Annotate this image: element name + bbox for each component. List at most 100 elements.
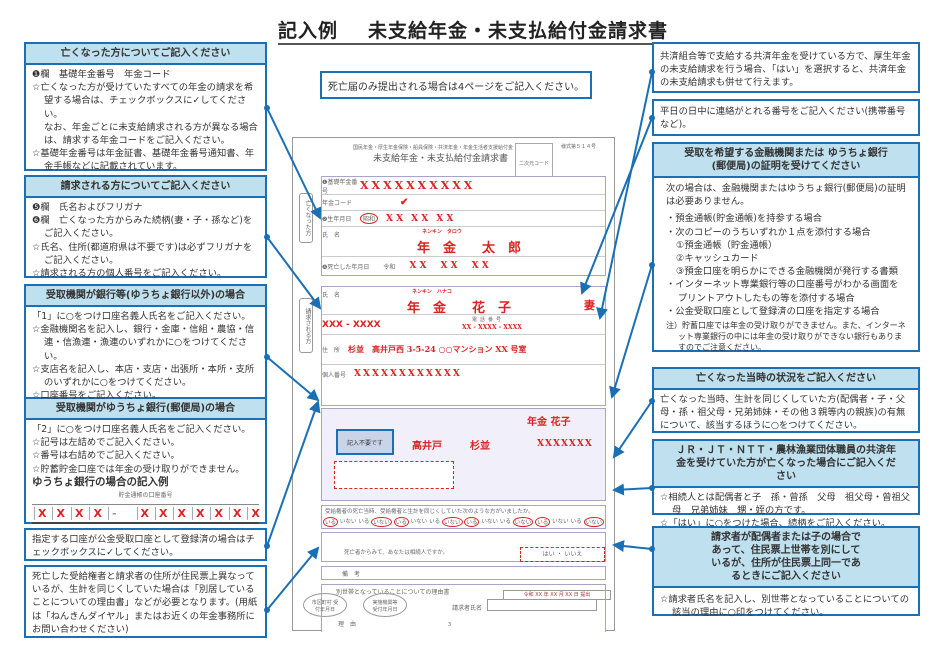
living-option[interactable]: いる xyxy=(393,517,409,527)
text: ❻欄 亡くなった方からみた続柄(妻・子・孫など)をご記入ください。 xyxy=(32,215,253,240)
living-option[interactable]: いる xyxy=(535,517,551,527)
death-month: X X xyxy=(440,261,458,271)
living-option[interactable]: いる xyxy=(499,519,511,525)
label: 別世帯となっていることについての理由書 xyxy=(336,589,450,596)
label: ❶基礎年金番号 xyxy=(322,178,358,195)
text: 平日の日中に連絡がとれる番号をご記入ください(携帯番号など)。 xyxy=(660,106,906,131)
deceased-name-value: 年 金 太 郎 xyxy=(417,241,522,256)
label: ❹死亡した年月日 xyxy=(322,263,370,271)
heir-yes-no[interactable]: はい ・ いいえ xyxy=(520,547,605,562)
box-header: 請求者が配偶者または子の場合であって、住民票上世帯を別にしているが、住所が住民票… xyxy=(654,528,918,588)
label: ❷生年月日 xyxy=(322,216,352,223)
text: ❺欄 氏名およびフリガナ xyxy=(32,202,143,213)
phone-note-box: 平日の日中に連絡がとれる番号をご記入ください(携帯番号など)。 xyxy=(652,99,920,136)
living-option[interactable]: いる xyxy=(322,517,338,527)
text: 指定する口座が公金受取口座として登録済の場合はチェックボックスに✓してください。 xyxy=(32,534,255,559)
text: ☆記号は左詰めでご記入ください。 xyxy=(32,437,180,449)
label: 請求者氏名 xyxy=(452,605,483,612)
page-title: 記入例未支給年金・未支払給付金請求書 xyxy=(278,16,699,45)
box-header: 亡くなった当時の状況をご記入ください xyxy=(654,369,918,390)
text: 死亡した受給権者と請求者の住所が住民票上異なっているが、生計を同じくしていた場合… xyxy=(32,571,258,635)
text: ・預金通帳(貯金通帳)を持参する場合 xyxy=(666,213,823,225)
text: 「2」に○をつけ口座名義人氏名をご記入ください。 xyxy=(32,424,251,435)
living-option[interactable]: いる xyxy=(429,519,441,525)
text: ③預金口座を明らかにできる金融機関が発行する書類 xyxy=(676,266,898,278)
text: ☆氏名、住所(都道府県は不要です)は必ずフリガナをご記入ください。 xyxy=(32,241,253,266)
living-option[interactable]: いない xyxy=(339,519,357,525)
label: 年金コード xyxy=(322,200,353,207)
box-header: ＪＲ・ＪＴ・ＮＴＴ・農林漁業団体職員の共済年金を受けていた方が亡くなった場合にご… xyxy=(654,441,918,488)
branch-value: 杉並 xyxy=(470,441,490,452)
account-value: XXXXXXX xyxy=(537,439,593,449)
bank-certificate-box: 受取を希望する金融機関または ゆうちょ銀行(郵便局)の証明を受けてください 次の… xyxy=(652,142,920,352)
label: 氏 名 xyxy=(322,292,341,299)
bank-section: 記入不要です 高井戸 杉並 年金 花子 XXXXXXX xyxy=(321,408,606,501)
living-status-section: 受給権者の死亡当時、受給権者と生計を同じくしていた次のような方がいましたか。 い… xyxy=(321,505,606,529)
label: 受給権者の死亡当時、受給権者と生計を同じくしていた次のような方がいましたか。 xyxy=(325,509,534,515)
text: 共済組合等で支給する共済年金を受けている方で、厚生年金の未支給請求を行う場合、「… xyxy=(660,51,911,89)
kyosai-section: 死亡者からみて、あなたは相続人ですか。 はい ・ いいえ xyxy=(321,532,606,562)
text: ・次のコピーのうちいずれか１点を添付する場合 xyxy=(666,226,871,238)
text: ☆支店名を記入し、本店・支店・出張所・本所・支所のいずれかに○をつけてください。 xyxy=(32,363,255,389)
x: X xyxy=(191,507,207,521)
text: ①預金通帳（貯金通帳） xyxy=(676,239,778,251)
living-option[interactable]: いない xyxy=(583,517,605,527)
my-number-value: XXXXXXXXXXXX xyxy=(354,369,462,379)
page-number: 3 xyxy=(448,622,452,628)
kyosai-note-box: 共済組合等で支給する共済年金を受けている方で、厚生年金の未支給請求を行う場合、「… xyxy=(652,42,920,93)
yucho-account-field xyxy=(334,461,454,489)
bank-info-box: 受取機関が銀行等(ゆうちょ銀行以外)の場合 「1」に○をつけ口座名義人氏名をご記… xyxy=(24,284,267,525)
birth-year: X X xyxy=(386,213,404,224)
form-subtitle: 国民年金・厚生年金保険・船員保険・共済年金・年金生活者支援給付金 xyxy=(353,145,514,151)
x: X xyxy=(210,507,225,521)
label: 住 所 xyxy=(322,347,341,354)
text: ・公金受取口座として登録済の口座を指定する場合 xyxy=(666,305,880,317)
death-day: X X xyxy=(471,261,489,271)
death-notice-note: 死亡届のみ提出される場合は4ページをご記入ください。 xyxy=(320,71,592,99)
living-option[interactable]: いる xyxy=(358,519,370,525)
furigana: ネンキン タロウ xyxy=(422,229,462,235)
address-value: 杉並 高井戸西 3-5-24 ○○マンション XX 号室 xyxy=(348,344,527,354)
form-title: 未支給年金・未支払給付金請求書 xyxy=(373,154,509,164)
checkmark-icon: ✔ xyxy=(400,197,409,208)
box-header: 受取を希望する金融機関または ゆうちょ銀行(郵便局)の証明を受けてください xyxy=(654,144,918,178)
living-option[interactable]: いる xyxy=(570,519,582,525)
label: 理 由 xyxy=(338,621,357,628)
x: X xyxy=(34,507,49,521)
box-header: 請求される方についてご記入ください xyxy=(26,177,265,198)
text: ☆請求される方の個人番号をご記入ください。 xyxy=(32,268,227,280)
text: ☆基礎年金番号は年金証書、基礎年金番号通知書、年金手帳などに記載されています。 xyxy=(32,148,255,173)
living-option[interactable]: いない xyxy=(512,517,534,527)
phone-value: XX - XXXX - XXXX xyxy=(462,324,522,331)
label: 死亡者からみて、あなたは相続人ですか。 xyxy=(344,550,449,556)
title-prefix: 記入例 xyxy=(278,20,339,42)
living-option[interactable]: いない xyxy=(371,517,392,527)
text: ・インターネット専業銀行等の口座番号がわかる画面をプリントアウトしたもの等を添付… xyxy=(666,279,899,304)
submission-date: 令和 XX 年 XX 月 XX 日 提出 xyxy=(503,590,611,600)
text: ☆亡くなった方が受けていたすべての年金の請求を希望する場合は、チェックボックスに… xyxy=(32,82,254,120)
text: 注）貯蓄口座では年金の受け取りができません。また、インターネット専業銀行の中には… xyxy=(666,321,906,353)
living-option[interactable]: いない xyxy=(410,519,428,525)
label: 個人番号 xyxy=(322,371,347,379)
pension-number-value: XXXXXXXXXX xyxy=(360,179,476,192)
example-header: 貯金通帳の口座番号 xyxy=(118,492,173,500)
form-number: 様式第５１４号 xyxy=(561,144,597,150)
x: X xyxy=(173,507,188,521)
phone-label: 電話番号 xyxy=(472,317,505,323)
text: ☆貯蓄貯金口座では年金の受け取りができません。 xyxy=(32,463,245,475)
jr-jt-ntt-box: ＪＲ・ＪＴ・ＮＴＴ・農林漁業団体職員の共済年金を受けていた方が亡くなった場合にご… xyxy=(652,439,920,529)
x: X xyxy=(89,507,104,521)
relation-value: 妻 xyxy=(584,299,595,312)
living-option[interactable]: いない xyxy=(481,519,498,525)
living-option[interactable]: いない xyxy=(442,517,463,527)
remarks-field: 備 考 xyxy=(321,566,606,580)
birth-era: 昭和 xyxy=(360,213,379,224)
text: ☆相続人とは配偶者と子 孫・曾孫 父母 祖父母・曾祖父母 兄弟姉妹 甥・姪の方で… xyxy=(660,492,911,517)
living-option[interactable]: いない xyxy=(552,519,569,525)
box-header: 亡くなった方についてご記入ください xyxy=(26,44,265,65)
postal-code-value: XXX - XXXX xyxy=(322,319,381,330)
living-option[interactable]: いる xyxy=(464,517,480,527)
